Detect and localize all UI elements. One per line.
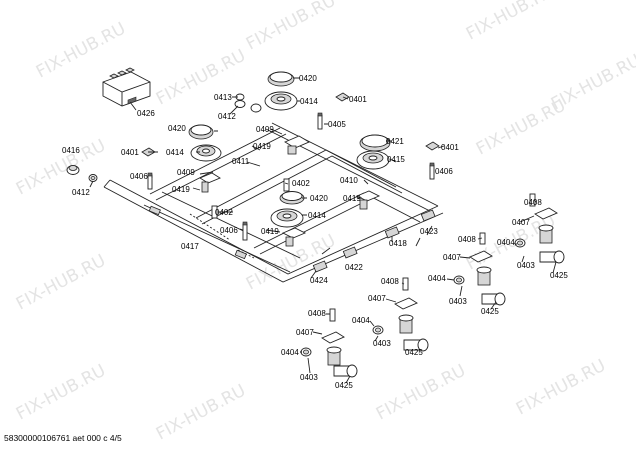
part-label: 0402 [215,208,233,217]
part-label: 0426 [137,109,155,118]
burner-cap-front [279,191,305,205]
part-label: 0407 [512,218,530,227]
watermark-text: FIX-HUB.RU [13,251,109,315]
part-label: 0424 [310,276,328,285]
part-label: 0412 [72,188,90,197]
gas-tap-assembly-1 [514,193,565,264]
part-label: 0403 [449,297,467,306]
burner-body-front [270,208,304,228]
burner-body-right [356,150,390,170]
watermark-text: FIX-HUB.RU [153,381,249,445]
part-label: 0406 [220,226,238,235]
part-label: 0411 [232,157,250,166]
burner-body-rear [264,91,298,111]
part-label: 0414 [308,211,326,220]
small-fittings [66,93,262,182]
part-label: 0401 [121,148,139,157]
part-label: 0420 [168,124,186,133]
watermark-text: FIX-HUB.RU [513,356,609,420]
part-label: 0420 [310,194,328,203]
part-label: 0404 [428,274,446,283]
part-label: 0425 [335,381,353,390]
part-label: 0408 [458,235,476,244]
part-label: 0425 [481,307,499,316]
document-reference-footer: 58300000106761 aet 000 c 4/5 [4,433,122,443]
gas-tap-assembly-3 [372,277,429,352]
part-label: 0403 [373,339,391,348]
part-label: 0415 [387,155,405,164]
part-label: 0401 [441,143,459,152]
part-label: 0416 [62,146,80,155]
part-label: 0408 [524,198,542,207]
part-label: 0417 [181,242,199,251]
part-label: 0408 [308,309,326,318]
part-label: 0405 [328,120,346,129]
burner-cap-rear [267,71,295,87]
part-label: 0419 [343,194,361,203]
part-label: 0408 [381,277,399,286]
part-labels: 0420 0414 0401 0413 0426 0412 0420 0409 … [62,74,568,390]
part-label: 0406 [435,167,453,176]
watermark-text: FIX-HUB.RU [13,361,109,425]
part-label: 0403 [517,261,535,270]
part-label: 0409 [256,125,274,134]
part-label: 0401 [349,95,367,104]
part-label: 0409 [177,168,195,177]
part-label: 0404 [352,316,370,325]
part-label: 0412 [218,112,236,121]
part-label: 0413 [214,93,232,102]
gas-tap-assembly-2 [453,232,506,306]
part-label: 0419 [253,142,271,151]
injector-holders [199,135,381,247]
part-label: 0402 [292,179,310,188]
burner-frame [103,122,444,283]
part-label: 0419 [172,185,190,194]
part-label: 0421 [386,137,404,146]
part-label: 0404 [497,238,515,247]
thermocouple-probes [147,112,435,241]
watermark-text: FIX-HUB.RU [243,0,339,54]
ignition-module [102,67,151,107]
part-label: 0406 [130,172,148,181]
part-label: 0404 [281,348,299,357]
watermark-text: FIX-HUB.RU [153,46,249,110]
part-label: 0403 [300,373,318,382]
rail-brackets [148,205,436,273]
part-label: 0425 [405,348,423,357]
part-label: 0425 [550,271,568,280]
part-label: 0423 [420,227,438,236]
watermark-text: FIX-HUB.RU [548,51,636,115]
part-label: 0420 [299,74,317,83]
part-label: 0414 [166,148,184,157]
watermark-text: FIX-HUB.RU [463,0,559,44]
part-label: 0414 [300,97,318,106]
part-label: 0419 [261,227,279,236]
part-label: 0410 [340,176,358,185]
part-label: 0422 [345,263,363,272]
part-label: 0418 [389,239,407,248]
watermark-text: FIX-HUB.RU [33,19,129,83]
part-label: 0407 [296,328,314,337]
leader-lines [89,77,557,384]
watermark-text: FIX-HUB.RU [373,361,469,425]
gas-tap-assembly-4 [300,308,358,378]
part-label: 0407 [443,253,461,262]
burner-body-left [190,144,222,162]
burner-cap-left [188,124,214,140]
part-label: 0407 [368,294,386,303]
